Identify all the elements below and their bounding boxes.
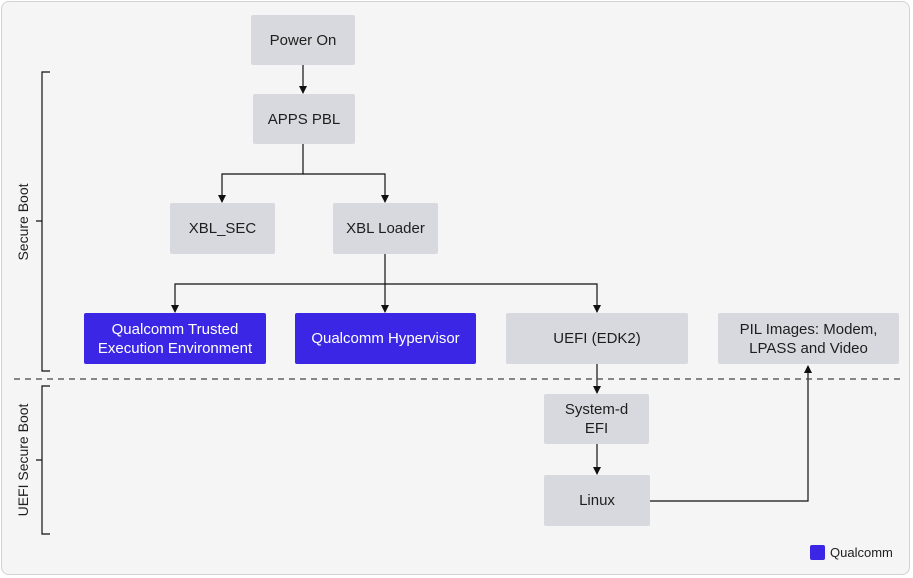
node-xbl-loader: XBL Loader bbox=[333, 203, 438, 254]
legend-label: Qualcomm bbox=[830, 545, 893, 560]
node-systemd-efi: System-d EFI bbox=[544, 394, 649, 444]
node-qualcomm-tee: Qualcomm Trusted Execution Environment bbox=[84, 313, 266, 364]
uefi-secure-boot-bracket bbox=[36, 385, 50, 535]
node-uefi-edk2: UEFI (EDK2) bbox=[506, 313, 688, 364]
arrow-linux-pil bbox=[650, 365, 812, 502]
node-xbl-sec: XBL_SEC bbox=[170, 203, 275, 254]
node-apps-pbl: APPS PBL bbox=[253, 94, 355, 144]
legend: Qualcomm bbox=[810, 545, 893, 560]
uefi-secure-boot-label: UEFI Secure Boot bbox=[15, 403, 31, 517]
node-qualcomm-hypervisor: Qualcomm Hypervisor bbox=[295, 313, 476, 364]
secure-boot-bracket bbox=[36, 71, 50, 372]
arrow-xblloader-uefi bbox=[385, 283, 601, 313]
node-power-on: Power On bbox=[251, 15, 355, 65]
arrow-appspbl-xblsec bbox=[218, 144, 304, 203]
arrow-xblloader-qtee bbox=[171, 254, 386, 313]
legend-swatch bbox=[810, 545, 825, 560]
secure-boot-label: Secure Boot bbox=[15, 183, 31, 261]
node-linux: Linux bbox=[544, 475, 650, 526]
arrow-appspbl-xblloader bbox=[303, 173, 389, 203]
node-pil-images: PIL Images: Modem, LPASS and Video bbox=[718, 313, 899, 364]
